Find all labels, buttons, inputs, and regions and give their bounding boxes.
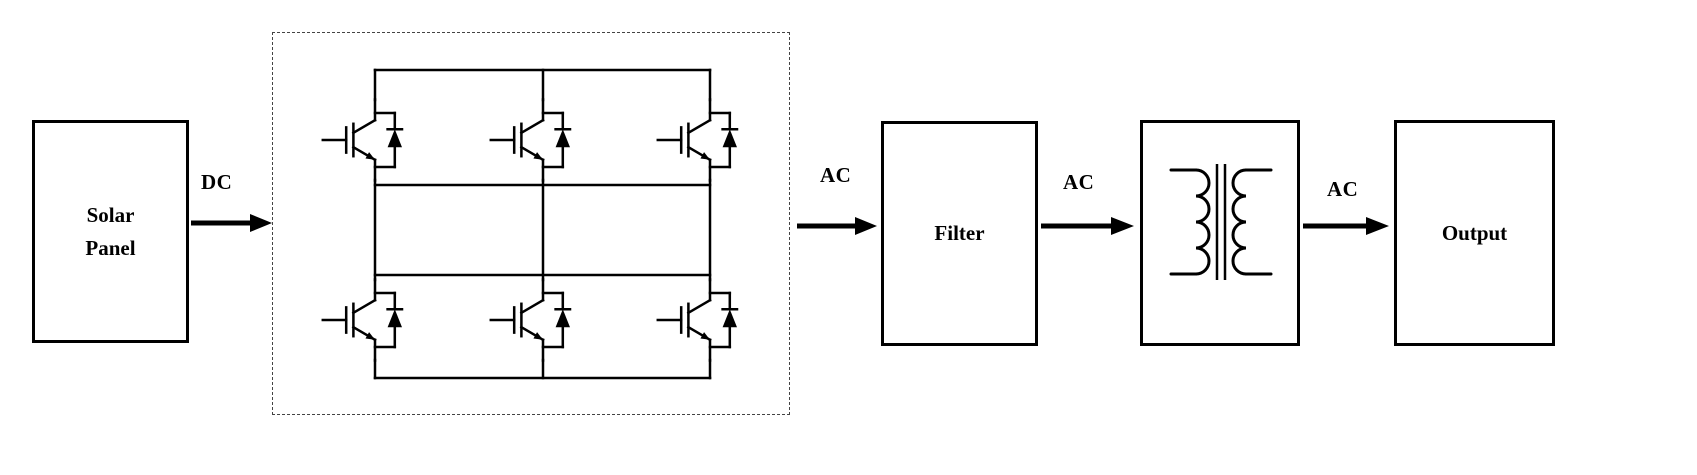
solar-panel-label-line1: Solar (86, 202, 135, 227)
dc-arrow-label: DC (201, 170, 233, 194)
inverter-dashed-box (272, 32, 790, 415)
filter-label: Filter (934, 221, 985, 245)
solar-panel-block: Solar Panel (32, 120, 189, 343)
filter-block: Filter (881, 121, 1038, 346)
output-label: Output (1441, 220, 1508, 245)
ac-arrow-label-output: AC (1327, 177, 1359, 201)
ac-arrow-to-transformer (1041, 217, 1134, 235)
ac-arrow-to-output (1303, 217, 1389, 235)
solar-panel-label: Solar Panel (85, 199, 135, 264)
output-block: Output (1394, 120, 1555, 346)
ac-arrow-label-filter: AC (820, 163, 852, 187)
solar-panel-label-line2: Panel (85, 235, 136, 260)
ac-arrow-label-transformer: AC (1063, 170, 1095, 194)
ac-arrow-to-filter (797, 217, 877, 235)
dc-arrow (191, 214, 272, 232)
transformer-block (1140, 120, 1300, 346)
